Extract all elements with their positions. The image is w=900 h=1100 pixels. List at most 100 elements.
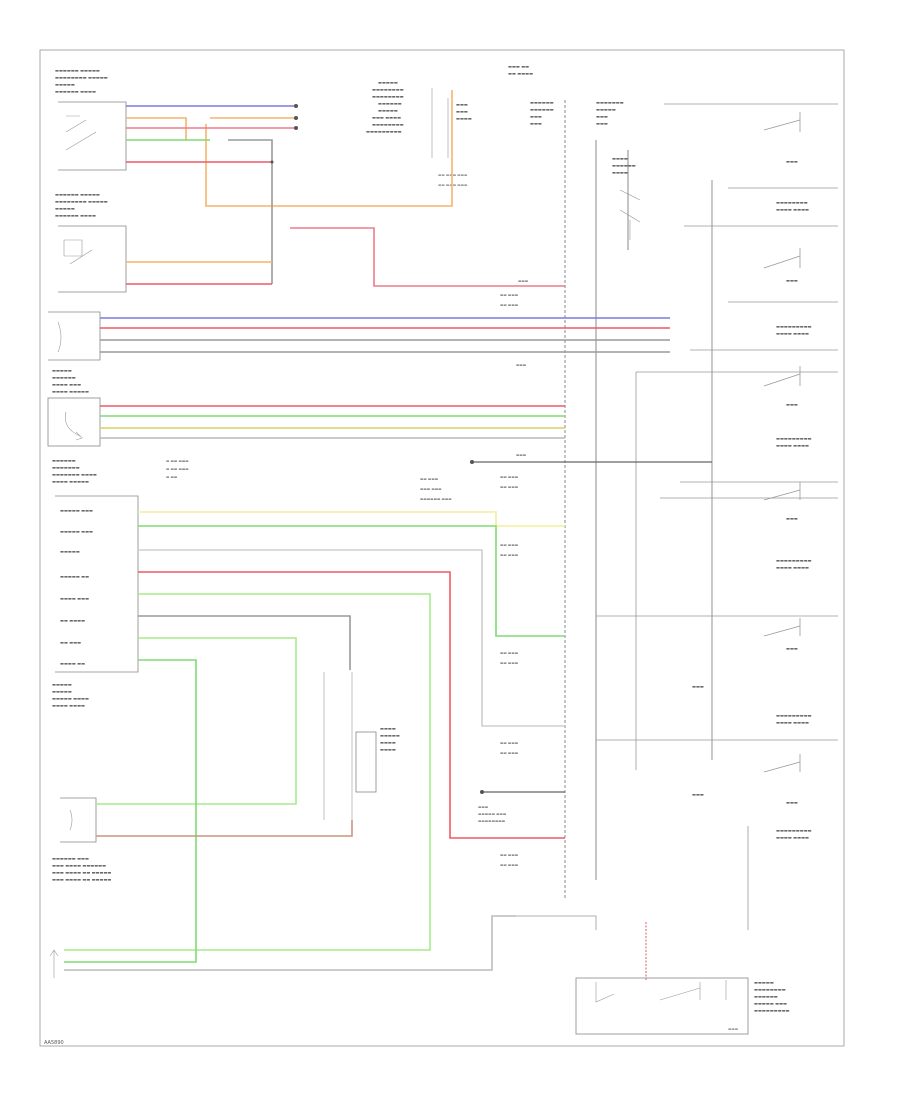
svg-text:▬▬▬: ▬▬▬ (456, 109, 468, 114)
svg-text:▬▬ ▬▬▬ ▬▬▬: ▬▬ ▬▬▬ ▬▬▬ (438, 173, 468, 177)
svg-text:▬▬▬▬▬▬: ▬▬▬▬▬▬ (530, 100, 554, 105)
component-2: ▬▬▬▬▬▬ ▬▬▬▬▬ ▬▬▬▬▬▬▬▬ ▬▬▬▬▬ ▬▬▬▬▬ ▬▬▬▬▬▬… (55, 192, 127, 293)
svg-text:▬▬▬▬▬: ▬▬▬▬▬ (52, 689, 72, 694)
svg-text:▬▬▬▬▬▬▬▬: ▬▬▬▬▬▬▬▬ (754, 987, 786, 992)
svg-text:▬▬▬▬: ▬▬▬▬ (380, 747, 396, 752)
svg-text:▬ ▬▬ ▬▬▬: ▬ ▬▬ ▬▬▬ (166, 459, 189, 463)
svg-text:▬▬▬: ▬▬▬ (786, 646, 798, 651)
svg-text:▬▬▬ ▬▬▬▬ ▬▬ ▬▬▬▬▬: ▬▬▬ ▬▬▬▬ ▬▬ ▬▬▬▬▬ (52, 870, 111, 875)
svg-text:▬▬ ▬▬▬▬: ▬▬ ▬▬▬▬ (508, 71, 533, 76)
svg-text:▬▬ ▬▬▬: ▬▬ ▬▬▬ (500, 485, 519, 489)
svg-text:▬▬▬: ▬▬▬ (516, 363, 527, 367)
svg-text:▬▬▬▬ ▬▬▬▬: ▬▬▬▬ ▬▬▬▬ (52, 703, 85, 708)
svg-text:▬▬▬▬▬▬▬▬▬: ▬▬▬▬▬▬▬▬▬ (776, 324, 812, 329)
component-1: ▬▬▬▬▬▬ ▬▬▬▬▬ ▬▬▬▬▬▬▬▬ ▬▬▬▬▬ ▬▬▬▬▬ ▬▬▬▬▬▬… (55, 68, 127, 171)
svg-text:▬▬▬ ▬▬▬: ▬▬▬ ▬▬▬ (420, 487, 442, 491)
connector-dots (270, 104, 484, 794)
wire-yellow-2 (138, 511, 565, 527)
svg-text:▬▬▬▬: ▬▬▬▬ (380, 726, 396, 731)
svg-text:▬▬ ▬▬▬▬: ▬▬ ▬▬▬▬ (60, 618, 85, 623)
svg-text:▬▬▬▬ ▬▬▬▬: ▬▬▬▬ ▬▬▬▬ (776, 207, 809, 212)
svg-text:▬▬▬▬▬▬▬ ▬▬▬▬: ▬▬▬▬▬▬▬ ▬▬▬▬ (52, 472, 97, 477)
wire-green-3 (138, 525, 565, 637)
svg-text:▬▬▬: ▬▬▬ (518, 279, 529, 283)
svg-text:▬▬▬▬ ▬▬▬▬▬: ▬▬▬▬ ▬▬▬▬▬ (52, 479, 89, 484)
bottom-left-arrows (49, 949, 59, 978)
svg-text:▬▬▬▬▬▬ ▬▬▬▬▬: ▬▬▬▬▬▬ ▬▬▬▬▬ (55, 192, 100, 197)
top-center-labels: ▬▬▬▬▬ ▬▬▬▬▬▬▬▬ ▬▬▬▬▬▬▬▬ ▬▬▬▬▬▬ ▬▬▬▬▬ ▬▬▬… (366, 64, 624, 187)
svg-text:▬▬▬▬: ▬▬▬▬ (612, 156, 628, 161)
center-relay: ▬▬▬▬ ▬▬▬▬▬ ▬▬▬▬ ▬▬▬▬ (323, 672, 400, 820)
svg-text:▬▬▬▬▬: ▬▬▬▬▬ (378, 108, 398, 113)
svg-text:▬▬▬▬▬▬▬▬▬: ▬▬▬▬▬▬▬▬▬ (776, 558, 812, 563)
main-bus (564, 100, 629, 900)
right-switch-column: ▬▬▬ ▬▬▬▬▬▬▬▬ ▬▬▬▬ ▬▬▬▬ ▬▬▬ ▬▬▬▬▬▬▬▬▬ ▬▬▬… (596, 103, 838, 930)
diagram-code: AA5890 (44, 1040, 64, 1046)
wire-brown-1 (96, 820, 353, 837)
svg-text:▬▬▬▬▬▬▬▬: ▬▬▬▬▬▬▬▬ (776, 200, 808, 205)
svg-text:▬▬▬ ▬▬▬▬ ▬▬▬▬▬▬: ▬▬▬ ▬▬▬▬ ▬▬▬▬▬▬ (52, 863, 106, 868)
svg-text:▬▬▬▬ ▬▬▬▬: ▬▬▬▬ ▬▬▬▬ (776, 835, 809, 840)
svg-text:▬▬ ▬▬▬: ▬▬ ▬▬▬ (500, 661, 519, 665)
svg-text:▬▬▬: ▬▬▬ (596, 121, 608, 126)
svg-text:▬▬ ▬▬▬ ▬▬▬: ▬▬ ▬▬▬ ▬▬▬ (438, 183, 468, 187)
svg-text:▬▬▬: ▬▬▬ (728, 1027, 739, 1031)
component-3 (48, 311, 101, 361)
wire-red-5 (138, 571, 565, 839)
svg-text:▬▬▬▬▬: ▬▬▬▬▬ (55, 206, 75, 211)
svg-text:▬▬▬▬▬ ▬▬▬▬: ▬▬▬▬▬ ▬▬▬▬ (52, 696, 89, 701)
svg-text:▬▬▬▬▬: ▬▬▬▬▬ (596, 107, 616, 112)
svg-text:▬ ▬▬: ▬ ▬▬ (166, 475, 178, 479)
svg-text:▬▬ ▬▬▬: ▬▬ ▬▬▬ (500, 863, 519, 867)
svg-text:▬▬▬▬▬: ▬▬▬▬▬ (52, 682, 72, 687)
svg-text:▬▬▬: ▬▬▬ (786, 800, 798, 805)
svg-text:▬▬▬ ▬▬▬▬ ▬▬ ▬▬▬▬▬: ▬▬▬ ▬▬▬▬ ▬▬ ▬▬▬▬▬ (52, 877, 111, 882)
svg-text:▬▬▬▬▬▬▬▬: ▬▬▬▬▬▬▬▬ (372, 94, 404, 99)
svg-text:▬▬ ▬▬▬: ▬▬ ▬▬▬ (500, 751, 519, 755)
svg-text:▬▬▬▬▬ ▬▬▬: ▬▬▬▬▬ ▬▬▬ (60, 529, 93, 534)
svg-text:▬▬▬▬▬: ▬▬▬▬▬ (55, 82, 75, 87)
wire-orange-2 (205, 90, 453, 207)
svg-text:▬▬▬▬▬▬ ▬▬▬: ▬▬▬▬▬▬ ▬▬▬ (52, 856, 89, 861)
svg-text:▬▬▬▬▬: ▬▬▬▬▬ (52, 368, 72, 373)
svg-text:▬▬▬▬: ▬▬▬▬ (380, 740, 396, 745)
svg-text:▬▬▬: ▬▬▬ (786, 278, 798, 283)
svg-text:▬▬▬▬ ▬▬▬: ▬▬▬▬ ▬▬▬ (60, 596, 89, 601)
svg-text:▬▬▬▬▬▬: ▬▬▬▬▬▬ (754, 994, 778, 999)
svg-text:▬▬▬▬▬▬: ▬▬▬▬▬▬ (52, 458, 76, 463)
svg-text:▬▬▬▬▬▬▬▬: ▬▬▬▬▬▬▬▬ (478, 819, 506, 823)
component-4: ▬▬▬▬▬ ▬▬▬▬▬▬ ▬▬▬▬ ▬▬▬ ▬▬▬▬ ▬▬▬▬▬ (47, 368, 101, 447)
svg-text:▬▬▬▬▬▬▬▬▬: ▬▬▬▬▬▬▬▬▬ (776, 828, 812, 833)
svg-text:▬▬▬▬▬ ▬▬▬: ▬▬▬▬▬ ▬▬▬ (754, 1001, 787, 1006)
svg-text:▬▬▬▬▬: ▬▬▬▬▬ (60, 549, 80, 554)
svg-text:▬▬ ▬▬▬: ▬▬ ▬▬▬ (500, 543, 519, 547)
svg-text:▬▬▬▬▬ ▬▬▬: ▬▬▬▬▬ ▬▬▬ (60, 508, 93, 513)
svg-text:▬▬▬: ▬▬▬ (692, 792, 704, 797)
svg-text:▬▬▬: ▬▬▬ (516, 453, 527, 457)
svg-text:▬▬▬▬▬▬▬▬▬: ▬▬▬▬▬▬▬▬▬ (776, 436, 812, 441)
svg-text:▬▬▬▬▬▬▬▬ ▬▬▬▬▬: ▬▬▬▬▬▬▬▬ ▬▬▬▬▬ (55, 75, 108, 80)
svg-text:▬▬▬: ▬▬▬ (692, 684, 704, 689)
svg-text:▬▬▬: ▬▬▬ (596, 114, 608, 119)
svg-text:▬▬ ▬▬▬: ▬▬ ▬▬▬ (500, 651, 519, 655)
svg-text:▬▬▬ ▬▬: ▬▬▬ ▬▬ (508, 64, 529, 69)
svg-text:▬▬▬▬ ▬▬▬▬▬: ▬▬▬▬ ▬▬▬▬▬ (52, 389, 89, 394)
svg-text:▬▬ ▬▬▬: ▬▬ ▬▬▬ (500, 853, 519, 857)
svg-text:▬▬▬▬ ▬▬▬: ▬▬▬▬ ▬▬▬ (52, 382, 81, 387)
svg-text:▬▬▬▬▬▬▬▬▬: ▬▬▬▬▬▬▬▬▬ (754, 1008, 790, 1013)
svg-text:▬▬ ▬▬▬: ▬▬ ▬▬▬ (420, 477, 439, 481)
svg-text:▬▬▬▬▬▬ ▬▬▬▬▬: ▬▬▬▬▬▬ ▬▬▬▬▬ (55, 68, 100, 73)
svg-text:▬▬▬▬ ▬▬: ▬▬▬▬ ▬▬ (60, 661, 85, 666)
svg-text:▬▬▬▬▬▬ ▬▬▬: ▬▬▬▬▬▬ ▬▬▬ (420, 497, 452, 501)
svg-text:▬▬▬▬▬: ▬▬▬▬▬ (754, 980, 774, 985)
wire-lightgreen-1 (64, 593, 431, 951)
svg-text:▬▬▬▬ ▬▬▬▬: ▬▬▬▬ ▬▬▬▬ (776, 565, 809, 570)
wire-gray-5 (138, 549, 565, 727)
wire-orange-1 (126, 117, 296, 140)
svg-text:▬▬ ▬▬▬: ▬▬ ▬▬▬ (500, 293, 519, 297)
wire-color-labels: ▬▬▬ ▬▬ ▬▬▬ ▬▬ ▬▬▬ ▬▬▬ ▬▬▬ ▬▬ ▬▬▬ ▬▬ ▬▬▬ … (166, 279, 529, 867)
svg-text:▬▬ ▬▬▬: ▬▬ ▬▬▬ (500, 475, 519, 479)
svg-text:▬▬▬▬ ▬▬▬▬: ▬▬▬▬ ▬▬▬▬ (776, 443, 809, 448)
svg-text:▬▬▬▬▬▬ ▬▬▬▬: ▬▬▬▬▬▬ ▬▬▬▬ (55, 213, 96, 218)
